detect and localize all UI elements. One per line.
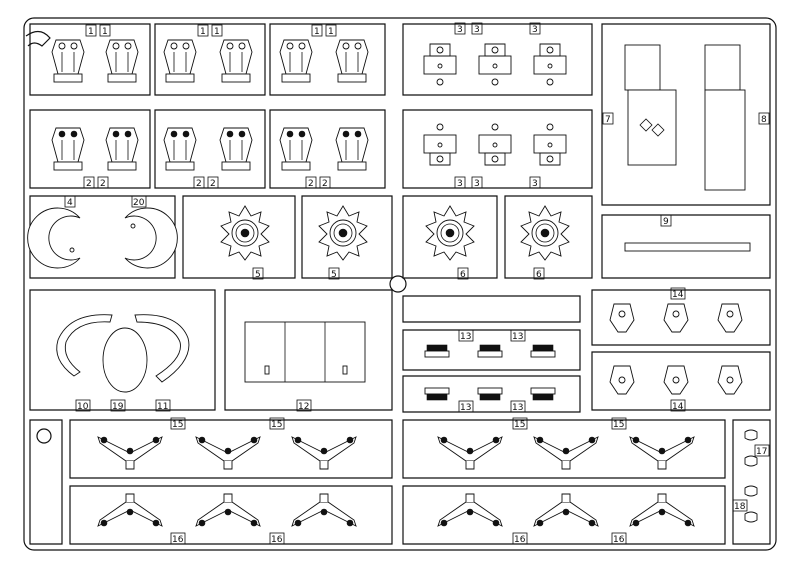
part-number-label: 16: [613, 535, 625, 545]
part-number-label: 14: [672, 290, 684, 300]
part-number-label: 12: [298, 402, 309, 412]
part-number-label: 15: [613, 420, 624, 430]
part-number-label: 8: [761, 115, 767, 125]
part-number-label: 7: [605, 115, 611, 125]
wheel-arm-parts-row15: [97, 436, 695, 470]
part-number-label: 16: [172, 535, 184, 545]
part-number-label: 3: [457, 25, 463, 35]
bracket-parts-row2: [51, 127, 369, 171]
suspension-arm-parts: [609, 303, 743, 395]
part-number-label: 2: [322, 179, 328, 189]
frame-corner-notch: [25, 30, 51, 47]
part-number-label: 3: [532, 25, 538, 35]
clip-parts: [424, 344, 556, 401]
part-number-label: 14: [672, 402, 684, 412]
crescent-parts: [27, 207, 178, 269]
part-number-label: 13: [460, 332, 471, 342]
part-number-label: 16: [514, 535, 526, 545]
part-number-label: 13: [512, 403, 523, 413]
box-panel-part: [244, 321, 366, 383]
part-number-label: 15: [514, 420, 525, 430]
part-number-label: 5: [255, 270, 261, 280]
track-guard-parts: [56, 314, 190, 393]
bar-part: [624, 242, 751, 252]
hinge-parts: [423, 43, 567, 166]
part-number-label: 3: [457, 179, 463, 189]
part-number-label: 1: [314, 27, 320, 37]
part-number-label: 3: [474, 179, 480, 189]
hook-parts: [744, 429, 758, 523]
center-gate-circle: [389, 275, 407, 293]
part-number-label: 18: [734, 502, 746, 512]
part-number-label: 2: [86, 179, 92, 189]
part-number-label: 2: [210, 179, 216, 189]
part-number-label: 13: [460, 403, 471, 413]
part-number-label: 13: [512, 332, 523, 342]
part-number-label: 19: [112, 402, 124, 412]
part-number-label: 1: [102, 27, 108, 37]
part-number-label: 15: [271, 420, 282, 430]
part-number-labels: 1 1 1 1 1 1 2 2 2 2 2 2 3 3 3 3 3 3 4 20…: [64, 22, 770, 545]
part-number-label: 6: [460, 270, 466, 280]
bracket-parts-row1: [51, 39, 369, 83]
part-number-label: 1: [214, 27, 220, 37]
part-number-label: 15: [172, 420, 183, 430]
part-number-label: 6: [536, 270, 542, 280]
part-number-label: 11: [157, 402, 168, 412]
part-number-label: 16: [271, 535, 283, 545]
part-number-label: 3: [532, 179, 538, 189]
part-number-label: 4: [67, 198, 73, 208]
block-parts: [624, 44, 746, 191]
wheel-arm-parts-row16: [97, 493, 695, 527]
sprue-frame: [23, 17, 777, 551]
part-number-label: 3: [474, 25, 480, 35]
part-number-label: 10: [77, 402, 89, 412]
part-number-label: 9: [663, 217, 669, 227]
part-number-label: 1: [88, 27, 94, 37]
part-number-label: 20: [133, 198, 145, 208]
part-number-label: 17: [756, 447, 767, 457]
part-number-label: 2: [196, 179, 202, 189]
part-number-label: 2: [100, 179, 106, 189]
part-number-label: 5: [331, 270, 337, 280]
part-number-label: 2: [308, 179, 314, 189]
sprocket-parts: [220, 205, 570, 261]
part-number-label: 1: [200, 27, 206, 37]
part-number-label: 1: [328, 27, 334, 37]
gate-circle-bottom-left: [36, 428, 52, 444]
